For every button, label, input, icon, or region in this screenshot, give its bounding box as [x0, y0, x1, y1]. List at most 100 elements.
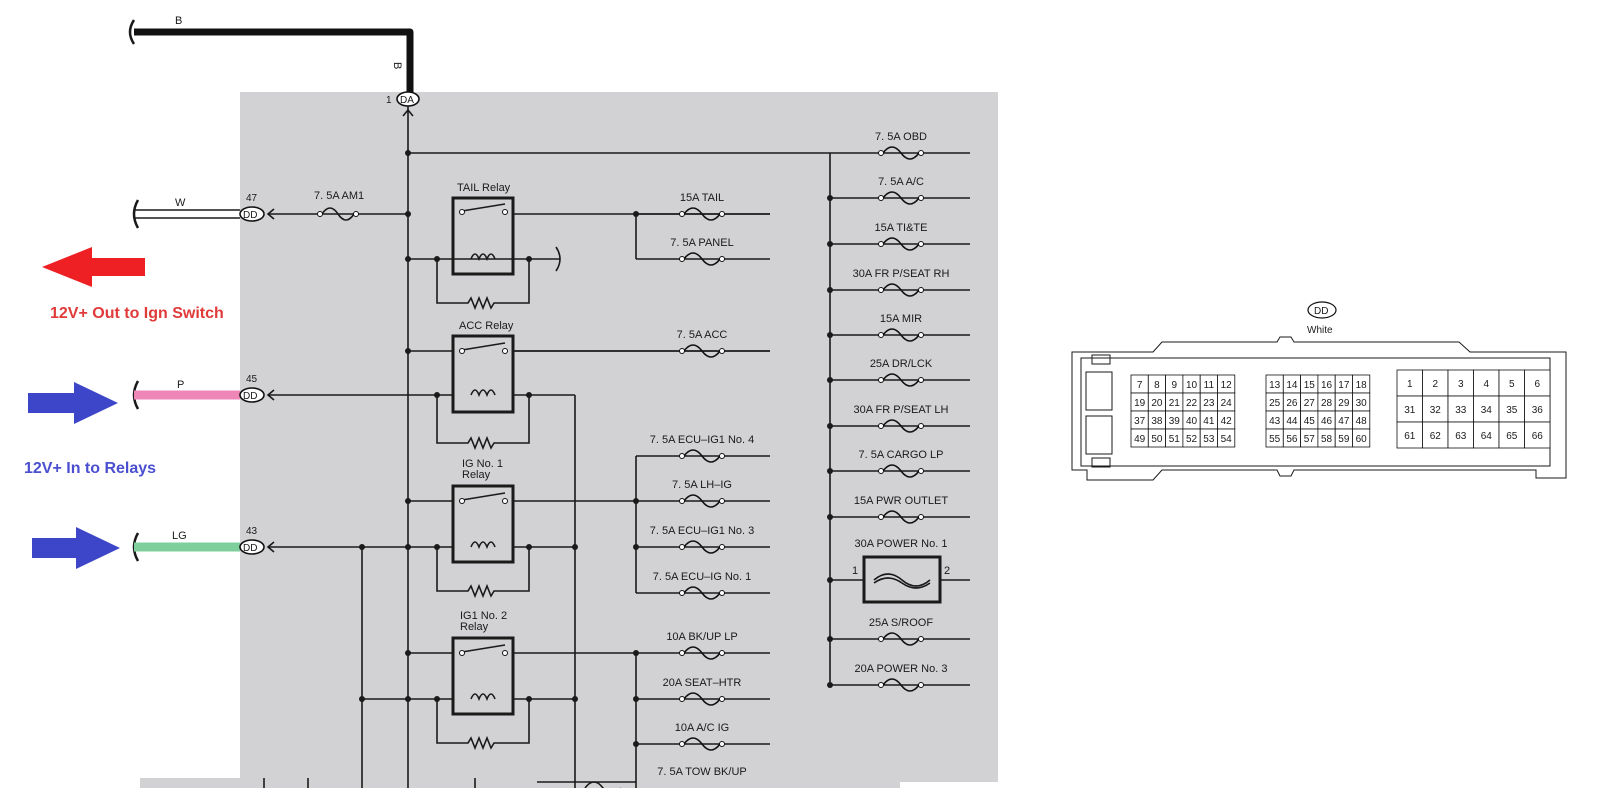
tail-resistor [436, 259, 530, 311]
tail-relay [451, 196, 515, 276]
connector-pin-number: 35 [1506, 405, 1518, 416]
junction-dot [827, 577, 833, 583]
connector-pin-number: 22 [1186, 398, 1198, 409]
connector-pin-number: 32 [1430, 405, 1442, 416]
fuse-label: 10A A/C IG [675, 722, 729, 734]
relay-coil-icon [470, 253, 496, 262]
connector-pin-number: 21 [1169, 398, 1181, 409]
ig1-no2-relay-label2: Relay [460, 621, 489, 633]
fuse-label: 7. 5A ECU–IG No. 1 [653, 571, 751, 583]
ig-no1-relay [451, 484, 515, 564]
fuse-icon [882, 328, 920, 342]
connector-pin-number: 38 [1151, 416, 1163, 427]
fuse-label: 10A BK/UP LP [666, 631, 737, 643]
connector-pin-number: 5 [1509, 379, 1515, 390]
connector-pin-number: 46 [1321, 416, 1333, 427]
connector-pin [1396, 421, 1423, 449]
connector-pin-number: 37 [1134, 416, 1146, 427]
p-wire-label: P [177, 379, 184, 391]
connector-pin-number: 44 [1286, 416, 1298, 427]
power-no1-pin1: 1 [852, 565, 858, 577]
connector-pin-number: 31 [1404, 405, 1416, 416]
connector-pin-number: 62 [1430, 431, 1442, 442]
connector-pin [1217, 428, 1236, 448]
connector-pin-number: 2 [1432, 379, 1438, 390]
dd-connector-43-pin: 43 [246, 526, 258, 537]
fuse-icon [882, 632, 920, 646]
junction-block-panel [240, 92, 998, 782]
connector-pin-number: 15 [1304, 380, 1316, 391]
dd-connector-45-code: DD [243, 391, 257, 402]
connector-pin-number: 45 [1304, 416, 1316, 427]
connector-pin-number: 55 [1269, 434, 1281, 445]
ig1-resistor [436, 547, 530, 599]
da-connector-code: DA [400, 95, 414, 106]
ig1-no2-relay [451, 636, 515, 716]
junction-dot [827, 241, 833, 247]
fuse-am1-label: 7. 5A AM1 [314, 190, 364, 202]
connector-pin-number: 28 [1321, 398, 1333, 409]
relay-switch-contact [461, 342, 506, 351]
connector-pin [1473, 369, 1500, 397]
connector-pin-number: 36 [1532, 405, 1544, 416]
connector-pin-number: 12 [1221, 380, 1233, 391]
w-wire-label: W [175, 197, 186, 209]
junction-dot [827, 468, 833, 474]
fuse-icon [683, 449, 721, 463]
connector-pin [1473, 421, 1500, 449]
connector-pin-number: 29 [1338, 398, 1350, 409]
junction-dot [405, 256, 411, 262]
junction-dot [405, 696, 411, 702]
connector-pin-number: 47 [1338, 416, 1350, 427]
acc-relay-label: ACC Relay [459, 320, 514, 332]
connector-view-code: DD [1314, 306, 1328, 317]
junction-dot [405, 150, 411, 156]
fuse-icon [882, 419, 920, 433]
dd-connector-47 [239, 206, 265, 222]
connector-pin-number: 33 [1455, 405, 1467, 416]
fusible-link-icon [873, 577, 931, 589]
fuse-label: 7. 5A ECU–IG1 No. 3 [650, 525, 755, 537]
fusible-link-icon [873, 573, 931, 587]
junction-dot [359, 696, 365, 702]
connector-pin-number: 8 [1154, 380, 1160, 391]
acc-relay [451, 334, 515, 414]
fuse-icon [882, 510, 920, 524]
fuse-label: 25A DR/LCK [870, 358, 933, 370]
connector-pin-number: 65 [1506, 431, 1518, 442]
connector-pin-number: 40 [1186, 416, 1198, 427]
b-wire-end [128, 19, 136, 45]
dd-connector-45 [239, 387, 265, 403]
relay-coil-icon [470, 389, 496, 398]
connector-pin-number: 24 [1221, 398, 1233, 409]
connector-pin-number: 57 [1304, 434, 1316, 445]
connector-pin-number: 9 [1171, 380, 1177, 391]
fuse-label: 30A POWER No. 1 [855, 538, 948, 550]
connector-pin-number: 18 [1356, 380, 1368, 391]
annotation-in-text: 12V+ In to Relays [24, 460, 156, 477]
connector-pin-number: 30 [1356, 398, 1368, 409]
dd-connector-47-code: DD [243, 210, 257, 221]
junction-dot [827, 377, 833, 383]
connector-pin-number: 64 [1481, 431, 1493, 442]
connector-pin [1524, 395, 1551, 423]
connector-pin-number: 26 [1286, 398, 1298, 409]
fuse-label: 7. 5A ACC [677, 329, 728, 341]
connector-pin-number: 60 [1356, 434, 1368, 445]
fuse-label: 30A FR P/SEAT LH [854, 404, 949, 416]
connector-pin-number: 39 [1169, 416, 1181, 427]
connector-pin [1498, 369, 1525, 397]
connector-pin-number: 20 [1151, 398, 1163, 409]
junction-dot [827, 423, 833, 429]
fuse-icon [683, 646, 721, 660]
relay-coil-icon [470, 693, 496, 702]
dd-connector-45-pin: 45 [246, 374, 258, 385]
connector-pin-number: 63 [1455, 431, 1467, 442]
connector-pin-number: 3 [1458, 379, 1464, 390]
connector-pin-number: 7 [1137, 380, 1143, 391]
connector-pin [1422, 421, 1449, 449]
